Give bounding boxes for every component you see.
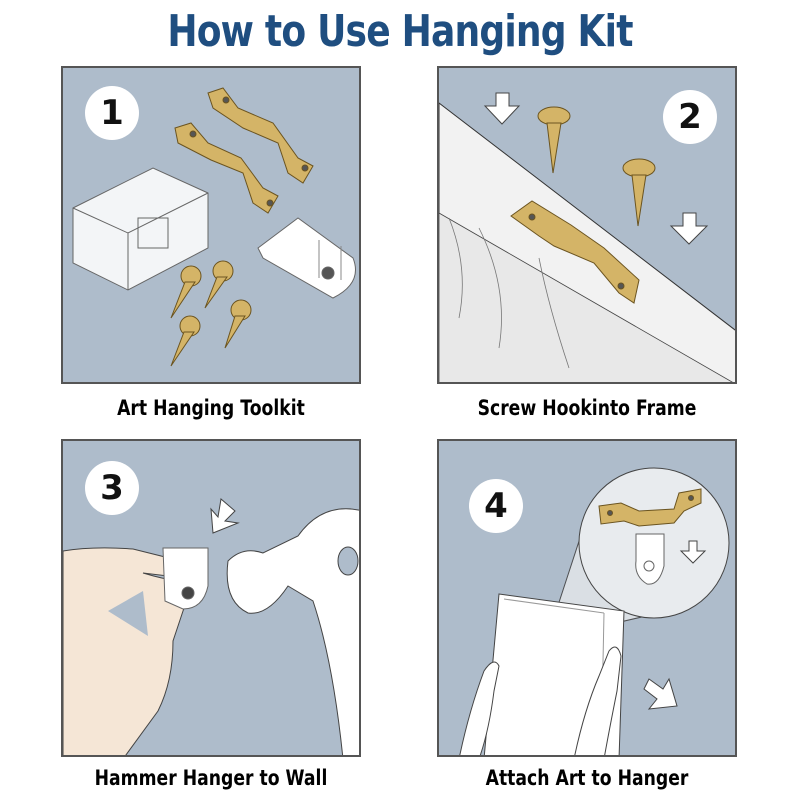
wall-hanger-icon: [635, 533, 665, 585]
step-number-badge: 3: [85, 461, 139, 515]
attach-art-illustration: [459, 467, 730, 755]
hand-icon: [63, 547, 187, 755]
screw-icon: [537, 106, 656, 227]
step-1-panel: 1: [61, 66, 361, 384]
hammer-icon: [226, 508, 359, 755]
page-title: How to Use Hanging Kit: [167, 6, 633, 57]
step-3-caption: Hammer Hanger to Wall: [94, 766, 328, 790]
step-4-caption: Attach Art to Hanger: [485, 766, 689, 790]
hands-icon: [459, 646, 622, 755]
screw-icon: [170, 260, 252, 367]
step-4-panel: 4: [437, 439, 737, 757]
screw-into-frame-illustration: [439, 92, 735, 382]
hammer-hanger-illustration: [63, 498, 359, 755]
sawtooth-hanger-icon: [598, 488, 702, 527]
wall-hanger-icon: [162, 547, 209, 610]
toolkit-illustration: [72, 87, 356, 367]
wall-hanger-icon: [257, 217, 356, 299]
down-arrow-icon: [643, 540, 707, 710]
sawtooth-hanger-icon: [510, 200, 640, 304]
step-number-badge: 2: [663, 90, 717, 144]
step-number-badge: 4: [469, 479, 523, 533]
diagonal-arrow-icon: [210, 498, 240, 534]
step-number-badge: 1: [85, 86, 139, 140]
down-arrow-icon: [483, 92, 709, 245]
step-2-caption: Screw Hookinto Frame: [477, 396, 697, 420]
step-1-caption: Art Hanging Toolkit: [117, 396, 305, 420]
step-3-panel: 3: [61, 439, 361, 757]
step-2-panel: 2: [437, 66, 737, 384]
packaging-box-icon: [72, 167, 209, 291]
sawtooth-hanger-icon: [174, 87, 314, 214]
